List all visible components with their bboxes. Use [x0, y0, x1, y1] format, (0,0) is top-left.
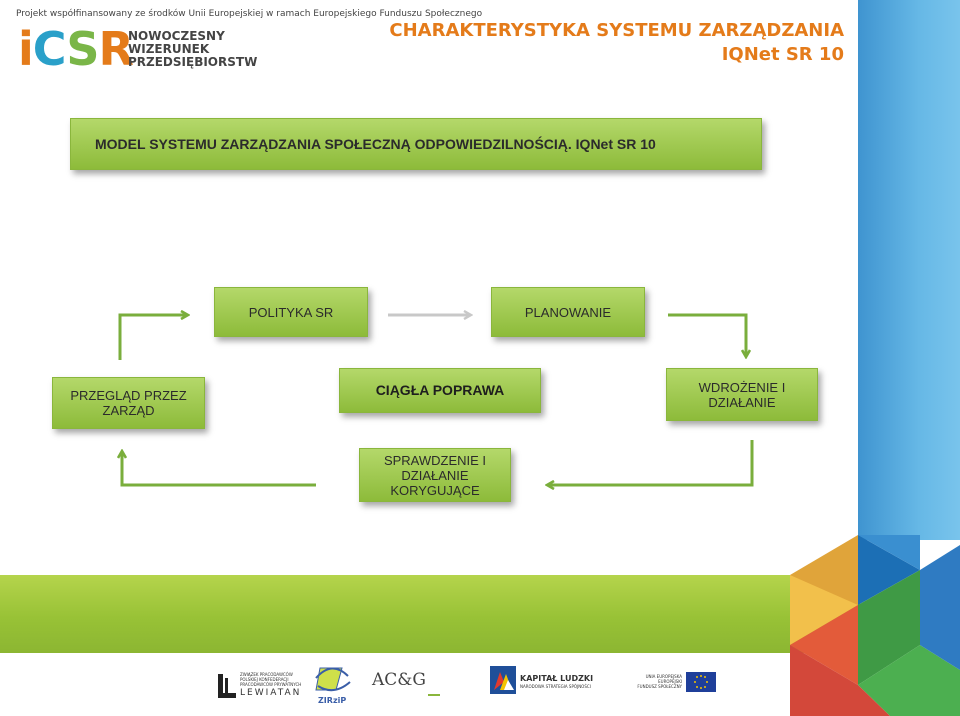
node-sprawdzenie-line1: SPRAWDZENIE I — [383, 452, 487, 468]
node-przeglad-line2: ZARZĄD — [102, 403, 155, 418]
logo-word-1: NOWOCZESNY — [128, 29, 225, 43]
logo-word-2: WIZERUNEK — [128, 42, 210, 56]
zirzip-symbol-icon — [315, 667, 351, 692]
node-wdrozenie: WDROŻENIE I DZIAŁANIE — [666, 368, 818, 421]
arrow-przeglad-to-polityka — [118, 315, 187, 360]
project-funding-line: Projekt współfinansowany ze środków Unii… — [16, 9, 483, 19]
diagram-title-box: MODEL SYSTEMU ZARZĄDZANIA SPOŁECZNĄ ODPO… — [70, 118, 762, 170]
eu-flag — [686, 672, 716, 696]
lewiatan-small-2: POLSKIEJ KONFEDERACJI — [240, 677, 289, 682]
acg-underline — [428, 694, 440, 696]
node-wdrozenie-line2: DZIAŁANIE — [708, 394, 776, 410]
node-planowanie: PLANOWANIE — [491, 287, 645, 337]
zirzip-wordmark: ZIRziP — [318, 696, 347, 705]
logo-letter-c: C — [32, 22, 68, 76]
kapital-ludzki-logo — [490, 666, 516, 698]
lewiatan-l-icon — [218, 674, 236, 698]
logo-letter-i: i — [18, 22, 34, 76]
page-title-line2: IQNet SR 10 — [721, 44, 844, 65]
side-decorative-stripe — [858, 0, 960, 540]
node-polityka-sr: POLITYKA SR — [214, 287, 368, 337]
lewiatan-small-3: PRACODAWCÓW PRYWATNYCH — [240, 682, 302, 687]
eu-flag-icon — [686, 672, 716, 692]
eu-line-2: EUROPEJSKI — [658, 679, 682, 684]
cycle-arrows — [0, 0, 754, 575]
node-center-label: CIĄGŁA POPRAWA — [375, 382, 505, 398]
logo-letter-s: S — [66, 22, 99, 76]
kapital-ludzki-title: KAPITAŁ LUDZKI — [520, 674, 594, 683]
logo-wordmark: NOWOCZESNY WIZERUNEK PRZEDSIĘBIORSTW — [128, 30, 257, 69]
kapital-ludzki-icon — [490, 666, 516, 694]
eu-line-1: UNIA EUROPEJSKA — [645, 674, 682, 679]
node-przeglad-line1: PRZEGLĄD PRZEZ — [70, 388, 187, 403]
arrow-planowanie-to-wdrozenie — [668, 313, 746, 356]
csr-logo: iCSR — [18, 22, 134, 76]
node-przeglad: PRZEGLĄD PRZEZ ZARZĄD — [52, 377, 205, 429]
node-wdrozenie-line1: WDROŻENIE I — [698, 379, 786, 395]
kapital-ludzki-sub: NARODOWA STRATEGIA SPÓJNOŚCI — [520, 684, 591, 689]
cube-decoration — [790, 535, 960, 716]
eu-text: UNIA EUROPEJSKA EUROPEJSKI FUNDUSZ SPOŁE… — [636, 674, 682, 689]
node-sprawdzenie: SPRAWDZENIE I DZIAŁANIE KORYGUJĄCE — [359, 448, 511, 502]
node-planowanie-label: PLANOWANIE — [524, 304, 612, 320]
page-title-line1: CHARAKTERYSTYKA SYSTEMU ZARZĄDZANIA — [389, 20, 844, 41]
node-sprawdzenie-line3: KORYGUJĄCE — [390, 482, 480, 498]
node-ciagla-poprawa: CIĄGŁA POPRAWA — [339, 368, 541, 413]
logo-letter-r: R — [98, 22, 134, 76]
zirzip-logo — [312, 662, 352, 700]
bottom-green-band — [0, 575, 860, 653]
acg-wordmark: AC&G — [372, 670, 426, 690]
arrow-wdrozenie-to-sprawdzenie — [548, 440, 754, 485]
node-polityka-label: POLITYKA SR — [248, 304, 334, 320]
node-sprawdzenie-line2: DZIAŁANIE — [401, 467, 469, 483]
lewiatan-small-1: ZWIĄZEK PRACODAWCÓW — [240, 672, 293, 677]
footer-logos: ZWIĄZEK PRACODAWCÓW POLSKIEJ KONFEDERACJ… — [200, 662, 760, 706]
lewiatan-wordmark: LEWIATAN — [240, 688, 302, 698]
lewiatan-logo — [216, 674, 236, 702]
arrow-sprawdzenie-to-przeglad — [122, 452, 316, 487]
eu-line-3: FUNDUSZ SPOŁECZNY — [637, 684, 682, 689]
lewiatan-small-text: ZWIĄZEK PRACODAWCÓW POLSKIEJ KONFEDERACJ… — [240, 672, 301, 687]
logo-word-3: PRZEDSIĘBIORSTW — [128, 55, 258, 69]
